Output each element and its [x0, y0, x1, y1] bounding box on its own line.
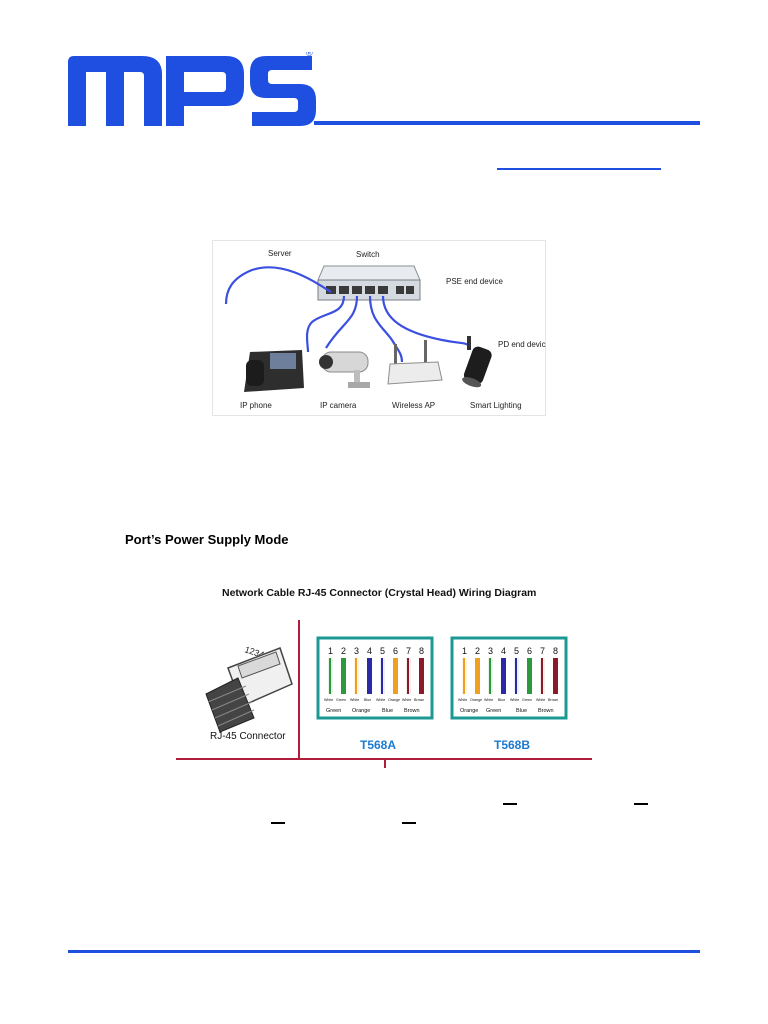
registered-mark: ® — [306, 52, 313, 58]
svg-text:Brown: Brown — [538, 708, 554, 714]
t568b-label: T568B — [494, 738, 530, 752]
svg-text:White: White — [510, 698, 519, 702]
wireless-ap-label: Wireless AP — [392, 401, 435, 410]
t568b-pin-5: 5 — [514, 646, 519, 656]
t568b-pin-7: 7 — [540, 646, 545, 656]
t568a-frame — [316, 636, 434, 720]
wiring-diagram-title: Network Cable RJ-45 Connector (Crystal H… — [222, 587, 536, 599]
svg-text:Blue: Blue — [498, 698, 505, 702]
t568b-pin-2: 2 — [475, 646, 480, 656]
svg-text:Green: Green — [336, 698, 346, 702]
svg-text:Blue: Blue — [516, 708, 527, 714]
svg-text:White: White — [376, 698, 385, 702]
svg-text:Green: Green — [326, 708, 341, 714]
t568a-pin-1: 1 — [328, 646, 333, 656]
t568a-pin-5: 5 — [380, 646, 385, 656]
smart-lighting-label: Smart Lighting — [470, 401, 522, 410]
t568b-pin-1: 1 — [462, 646, 467, 656]
mps-logo: ® — [68, 52, 316, 126]
switch-icon — [317, 265, 421, 301]
svg-text:Brown: Brown — [548, 698, 558, 702]
ip-camera-icon — [319, 351, 370, 388]
overline-mark — [634, 803, 648, 805]
vertical-divider — [298, 620, 300, 760]
ip-phone-label: IP phone — [240, 401, 272, 410]
footer-rule — [68, 950, 700, 953]
t568b-pin-3: 3 — [488, 646, 493, 656]
svg-text:Blue: Blue — [382, 708, 393, 714]
smart-lighting-icon — [462, 336, 492, 388]
ip-camera-label: IP camera — [320, 401, 357, 410]
switch-label: Switch — [356, 250, 380, 259]
t568b-pin-4: 4 — [501, 646, 506, 656]
t568a-pin-8: 8 — [419, 646, 424, 656]
t568b-wires — [462, 658, 558, 694]
svg-text:White: White — [536, 698, 545, 702]
connector-label: RJ-45 Connector — [210, 731, 286, 742]
rj45-wiring-diagram: Network Cable RJ-45 Connector (Crystal H… — [176, 587, 592, 768]
t568a-pin-4: 4 — [367, 646, 372, 656]
svg-text:Orange: Orange — [470, 698, 482, 702]
t568a-label: T568A — [360, 738, 396, 752]
svg-text:Green: Green — [522, 698, 532, 702]
svg-text:White: White — [458, 698, 467, 702]
poe-network-diagram: Server Switch PSE end device PD end devi… — [212, 240, 546, 416]
cables — [224, 266, 471, 363]
svg-text:Blue: Blue — [364, 698, 371, 702]
wireless-ap-icon — [387, 340, 443, 385]
overline-mark — [402, 822, 416, 824]
svg-text:Brown: Brown — [414, 698, 424, 702]
server-label: Server — [268, 249, 292, 258]
t568b-frame — [450, 636, 568, 720]
ip-phone-icon — [244, 350, 304, 392]
pse-end-device-label: PSE end device — [446, 277, 503, 286]
svg-text:Green: Green — [486, 708, 501, 714]
svg-text:Orange: Orange — [352, 708, 370, 714]
header-rule — [314, 121, 700, 125]
svg-text:White: White — [402, 698, 411, 702]
svg-text:Orange: Orange — [388, 698, 400, 702]
svg-text:White: White — [324, 698, 333, 702]
svg-text:White: White — [350, 698, 359, 702]
svg-text:White: White — [484, 698, 493, 702]
section-title: Port’s Power Supply Mode — [125, 532, 289, 547]
svg-text:Brown: Brown — [404, 708, 420, 714]
t568b-pin-8: 8 — [553, 646, 558, 656]
header-link-underline — [497, 168, 661, 170]
t568a-pin-2: 2 — [341, 646, 346, 656]
t568a-pin-7: 7 — [406, 646, 411, 656]
t568a-wires — [328, 658, 424, 694]
pd-end-device-label: PD end device — [498, 340, 546, 349]
t568b-pin-6: 6 — [527, 646, 532, 656]
overline-mark — [271, 822, 285, 824]
svg-text:Orange: Orange — [460, 708, 478, 714]
overline-mark — [503, 803, 517, 805]
t568a-pin-3: 3 — [354, 646, 359, 656]
t568a-pin-6: 6 — [393, 646, 398, 656]
